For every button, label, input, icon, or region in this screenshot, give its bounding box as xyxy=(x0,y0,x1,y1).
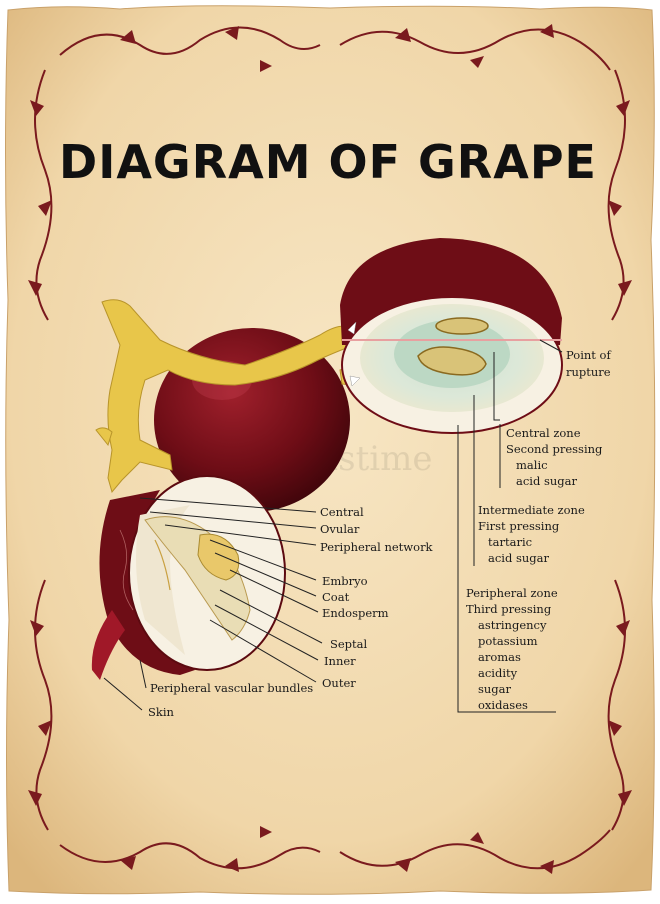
central-zone-line: Second pressing xyxy=(506,442,603,456)
central-zone-block: Central zone Second pressing malic acid … xyxy=(506,426,603,488)
central-zone-title: Central zone xyxy=(506,426,581,440)
label-embryo: Embryo xyxy=(322,574,368,588)
ornament-leaves xyxy=(28,24,632,874)
page-title: DIAGRAM OF GRAPE xyxy=(59,135,597,189)
label-endosperm: Endosperm xyxy=(322,606,389,620)
peripheral-zone-line: sugar xyxy=(478,682,512,696)
half-cut-grape xyxy=(340,238,563,434)
intermediate-zone-line: acid sugar xyxy=(488,551,550,565)
label-central: Central xyxy=(320,505,364,519)
label-coat: Coat xyxy=(322,590,350,604)
label-peripheral-vascular-bundles: Peripheral vascular bundles xyxy=(150,681,313,695)
label-ovular: Ovular xyxy=(320,522,360,536)
intermediate-zone-block: Intermediate zone First pressing tartari… xyxy=(478,503,585,565)
peripheral-zone-line: aromas xyxy=(478,650,521,664)
label-septal: Septal xyxy=(330,637,368,651)
intermediate-zone-line: tartaric xyxy=(488,535,532,549)
peripheral-zone-line: acidity xyxy=(478,666,518,680)
label-outer: Outer xyxy=(322,676,356,690)
label-skin: Skin xyxy=(148,705,175,719)
leader-lines xyxy=(103,339,563,713)
central-zone-line: malic xyxy=(516,458,548,472)
label-rupture: rupture xyxy=(566,365,611,379)
label-peripheral-network: Peripheral network xyxy=(320,540,434,554)
label-inner: Inner xyxy=(324,654,356,668)
peripheral-zone-line: astringency xyxy=(478,618,547,632)
label-point-of: Point of xyxy=(566,348,611,362)
central-zone-line: acid sugar xyxy=(516,474,578,488)
peripheral-zone-line: Third pressing xyxy=(466,602,552,616)
intermediate-zone-line: First pressing xyxy=(478,519,560,533)
peripheral-zone-line: oxidases xyxy=(478,698,528,712)
intermediate-zone-title: Intermediate zone xyxy=(478,503,585,517)
peripheral-zone-block: Peripheral zone Third pressing astringen… xyxy=(466,586,558,712)
peripheral-zone-line: potassium xyxy=(478,634,538,648)
peripheral-zone-title: Peripheral zone xyxy=(466,586,558,600)
